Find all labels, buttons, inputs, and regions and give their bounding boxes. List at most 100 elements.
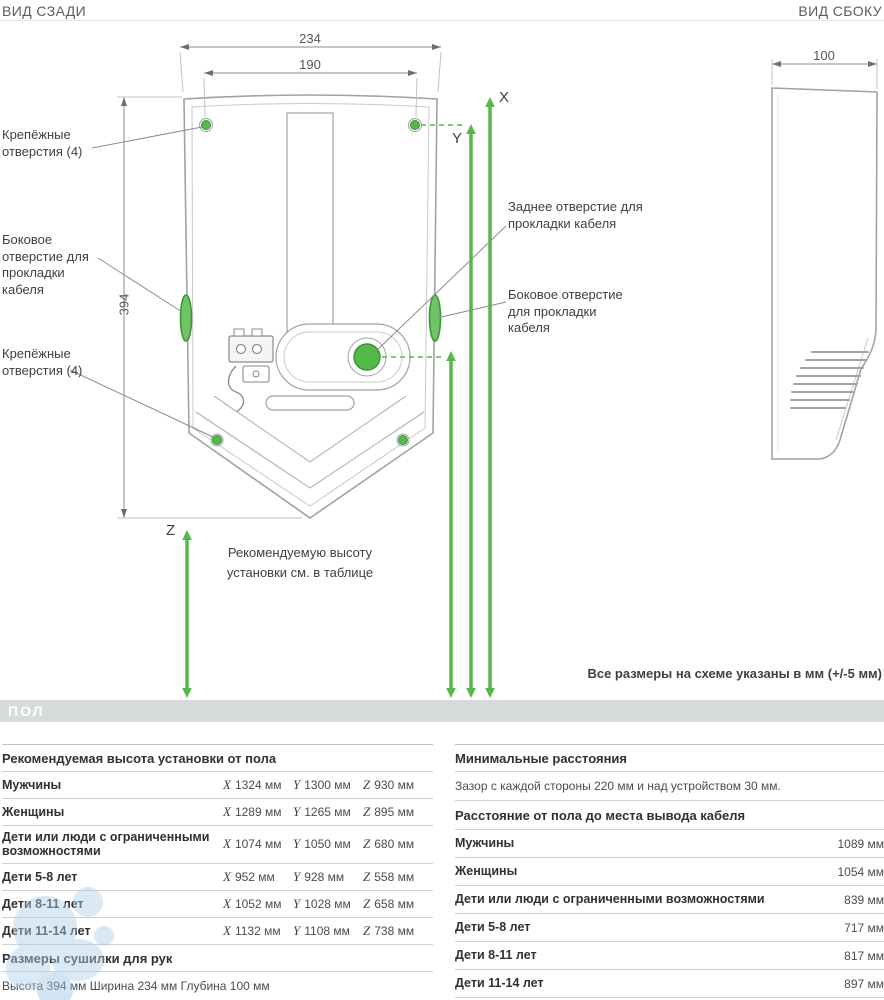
table-title: Минимальные расстояния bbox=[455, 745, 884, 772]
x-letter: X bbox=[223, 895, 231, 911]
rear-cable-hole-ring bbox=[347, 337, 387, 377]
dimension-arrows bbox=[121, 44, 877, 518]
side-cable-hole-right bbox=[428, 294, 442, 342]
height-measure-lines bbox=[182, 97, 495, 698]
y-letter: Y bbox=[293, 804, 301, 819]
cable-squiggle bbox=[227, 365, 245, 413]
x-value-text: 1324 мм bbox=[234, 778, 282, 792]
side-cable-hole-left bbox=[179, 294, 193, 342]
y-letter: Y bbox=[293, 836, 301, 852]
y-value-text: 1300 мм bbox=[304, 778, 351, 792]
callout-mounting-holes-bottom: Крепёжные отверстия (4) bbox=[2, 346, 83, 378]
y-value-text: 1050 мм bbox=[304, 837, 351, 852]
dim-rear-width: 234 bbox=[299, 31, 321, 46]
z-value-text: 680 мм bbox=[374, 837, 415, 852]
row-label: Дети 8-11 лет bbox=[455, 948, 537, 963]
mounting-hole bbox=[210, 433, 224, 447]
x-value-text: 1132 мм bbox=[234, 923, 281, 938]
row-label: Дети 5-8 лет bbox=[455, 920, 531, 935]
dryer-dimensions-row: Высота 394 мм Ширина 234 мм Глубина 100 … bbox=[2, 972, 433, 1000]
rear-inner-contour bbox=[191, 103, 430, 507]
mounting-hole bbox=[408, 118, 422, 132]
x-value-text: 952 мм bbox=[234, 869, 275, 884]
y-value-text: 928 мм bbox=[304, 869, 345, 884]
side-view-title: ВИД СБОКУ bbox=[798, 3, 882, 19]
table-row: Мужчины 1089 мм bbox=[455, 830, 884, 858]
y-letter: Y bbox=[293, 868, 301, 884]
y-value-text: 1108 мм bbox=[304, 923, 350, 938]
install-height-note: Рекомендуемую высоту установки см. в таб… bbox=[226, 545, 374, 581]
table-row: Дети 11-14 лет 897 мм bbox=[455, 970, 884, 998]
z-letter: Z bbox=[363, 804, 371, 819]
z-letter: Z bbox=[363, 836, 371, 852]
x-value-text: 1052 мм bbox=[234, 896, 282, 911]
dimension-lines bbox=[123, 46, 877, 518]
table-row: Дети или люди с ограниченными возможност… bbox=[455, 886, 884, 914]
row-label: Женщины bbox=[455, 864, 518, 879]
z-letter: Z bbox=[363, 922, 371, 938]
callout-side-cable-hole-left: Боковое отверстие для прокладки кабеля bbox=[2, 232, 89, 297]
terminal-block bbox=[228, 335, 274, 363]
x-value-text: 1074 мм bbox=[234, 837, 282, 852]
dim-side-depth: 100 bbox=[813, 48, 835, 63]
mounting-hole bbox=[199, 118, 213, 132]
callout-leaders bbox=[69, 126, 507, 438]
row-label: Дети или люди с ограниченными возможност… bbox=[455, 892, 765, 907]
air-channel bbox=[286, 112, 334, 336]
row-label: Мужчины bbox=[455, 836, 515, 851]
table-row: Дети 5-8 лет 717 мм bbox=[455, 914, 884, 942]
z-value-text: 930 мм bbox=[374, 778, 415, 792]
floor-bar: ПОЛ bbox=[0, 700, 884, 722]
z-letter: Z bbox=[363, 777, 371, 792]
y-value-text: 1028 мм bbox=[304, 896, 351, 911]
dim-hole-spacing: 190 bbox=[299, 57, 321, 72]
x-letter: X bbox=[223, 922, 231, 938]
x-value-text: 1289 мм bbox=[234, 805, 282, 819]
clearance-note: Зазор с каждой стороны 220 мм и над устр… bbox=[455, 772, 884, 801]
row-label: Дети 11-14 лет bbox=[2, 923, 91, 938]
row-label: Мужчины bbox=[2, 777, 62, 792]
x-letter: X bbox=[223, 868, 231, 884]
y-letter: Y bbox=[293, 922, 301, 938]
row-label: Дети 5-8 лет bbox=[2, 869, 78, 884]
dimension-extensions bbox=[117, 51, 878, 519]
dim-rear-height: 394 bbox=[116, 293, 132, 316]
row-value: 717 мм bbox=[844, 920, 884, 935]
z-letter: Z bbox=[363, 868, 371, 884]
row-label: Дети 8-11 лет bbox=[2, 896, 84, 911]
x-letter: X bbox=[223, 804, 231, 819]
z-letter: Z bbox=[363, 895, 371, 911]
row-label: Дети или люди с ограниченными возможност… bbox=[2, 830, 210, 859]
callout-mounting-holes-top: Крепёжные отверстия (4) bbox=[2, 127, 83, 159]
rear-cable-hole bbox=[353, 343, 381, 371]
z-value-text: 895 мм bbox=[374, 805, 415, 819]
z-value-text: 558 мм bbox=[374, 869, 415, 884]
axis-z-label: Z bbox=[166, 522, 176, 539]
row-value: 839 мм bbox=[844, 892, 884, 907]
z-value-text: 738 мм bbox=[374, 923, 415, 938]
row-value: 1054 мм bbox=[837, 864, 884, 879]
z-value-text: 658 мм bbox=[374, 896, 415, 911]
install-height-table: Рекомендуемая высота установки от пола М… bbox=[2, 744, 433, 1000]
rear-view-title: ВИД СЗАДИ bbox=[2, 3, 87, 19]
row-label: Женщины bbox=[2, 804, 65, 819]
